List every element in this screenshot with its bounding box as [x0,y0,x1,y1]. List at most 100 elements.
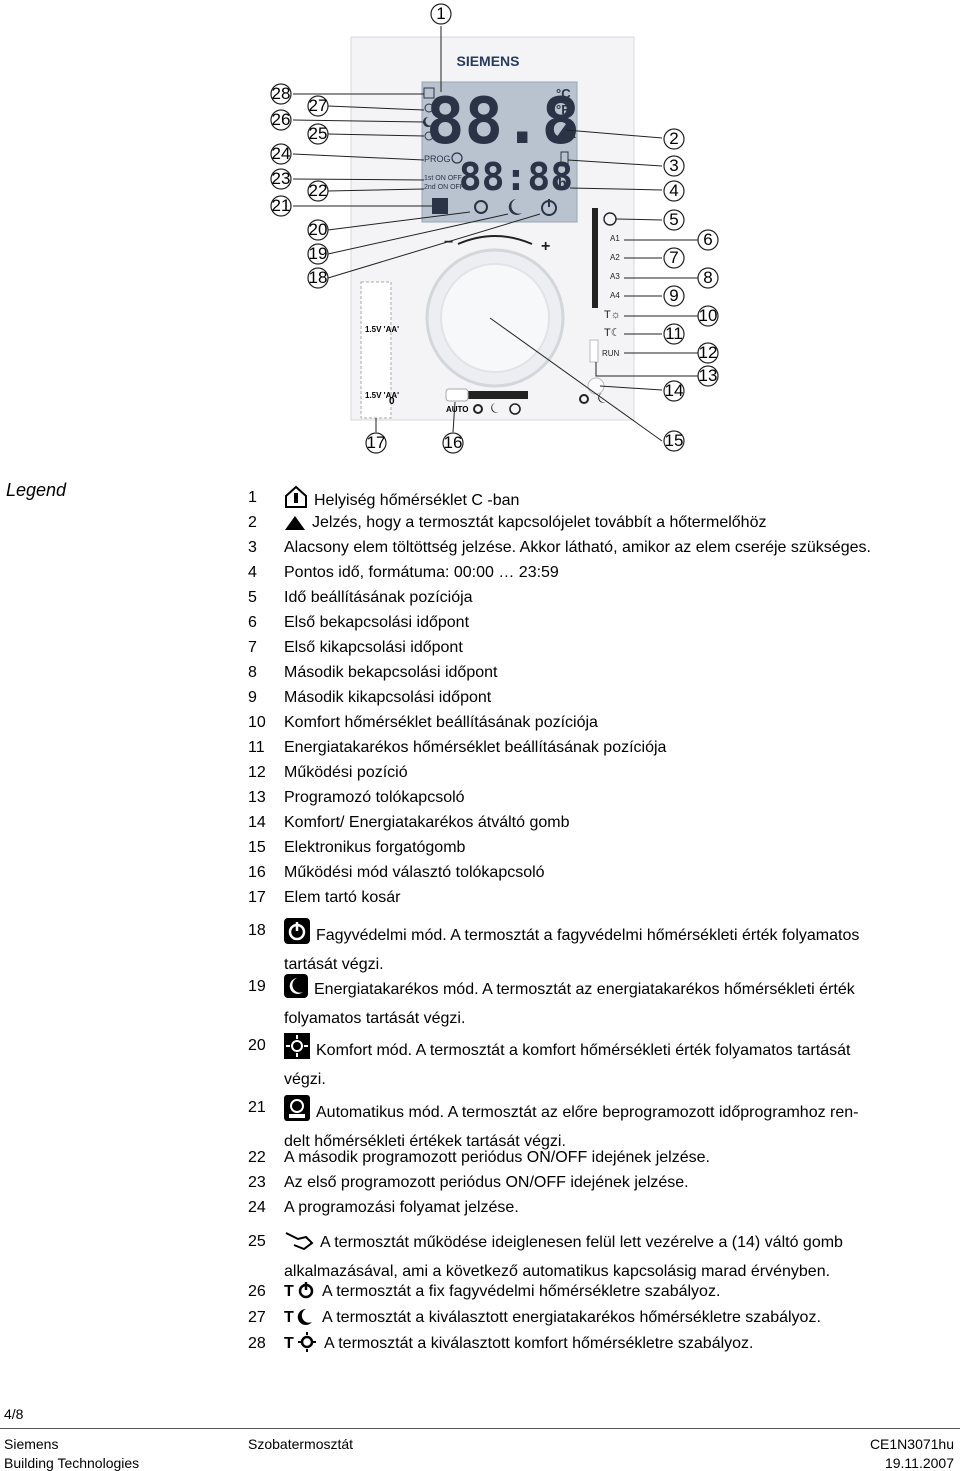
lcd-1st: 1st ON OFF [424,175,462,182]
legend-text-line: A programozási folyamat jelzése. [284,1199,519,1216]
legend-text: Energiatakarékos mód. A termosztát az en… [284,974,940,1031]
legend-text: Elem tartó kosár [284,885,940,910]
legend-text-line: delt hőmérsékleti értékek tartását végzi… [284,1133,566,1150]
legend-number: 13 [248,789,266,806]
mode-slider[interactable] [448,391,528,399]
callout-25: 25 [307,123,329,145]
legend-text-line: A termosztát működése ideiglenesen felül… [320,1234,843,1251]
battery-compartment [360,281,392,419]
page-number: 4/8 [4,1406,24,1422]
dial-plus: + [541,238,550,255]
svg-text:12: 12 [699,343,718,362]
battery-label-2: 1.5V 'AA' [365,391,399,400]
svg-text:20: 20 [309,220,328,239]
battery-label-1: 1.5V 'AA' [365,325,399,334]
t-frost-icon: T [284,1280,316,1308]
callout-22: 22 [307,180,329,202]
lcd-h: h [558,175,567,191]
legend-number: 12 [248,764,266,781]
legend-text-line: A termosztát a fix fagyvédelmi hőmérsékl… [322,1283,721,1300]
auto-icon [284,1095,310,1129]
callout-6: 6 [697,229,719,251]
legend-text: Elektronikus forgatógomb [284,835,940,860]
callout-21: 21 [270,195,292,217]
legend-text-line: végzi. [284,1071,326,1088]
program-slider-knob[interactable] [589,339,599,363]
legend-title: Legend [6,480,67,500]
callout-16: 16 [442,432,464,454]
svg-text:9: 9 [669,286,678,305]
legend-text: Alacsony elem töltöttség jelzése. Akkor … [284,535,940,560]
legend-text: Második bekapcsolási időpont [284,660,940,685]
legend-text-line: A második programozott periódus ON/OFF i… [284,1149,710,1166]
leader-lines [292,26,698,442]
callout-26: 26 [270,109,292,131]
legend-text-line: Komfort mód. A termosztát a komfort hőmé… [316,1042,851,1059]
callout-9: 9 [663,285,685,307]
svg-text:17: 17 [367,433,386,452]
legend-text-line: Elem tartó kosár [284,889,401,906]
svg-text:2: 2 [669,129,678,148]
legend-number: 8 [248,664,257,681]
legend-text-line: Energiatakarékos mód. A termosztát az en… [314,981,855,998]
program-slider-track[interactable] [592,208,598,308]
legend-text: Második kikapcsolási időpont [284,685,940,710]
legend-text-line: A termosztát a kiválasztott energiatakar… [322,1309,821,1326]
legend-text: Fagyvédelmi mód. A termosztát a fagyvéde… [284,918,940,977]
callout-7: 7 [663,247,685,269]
slider-label-a1: A1 [610,234,620,243]
svg-text:1: 1 [436,4,445,23]
svg-text:18: 18 [309,268,328,287]
legend-text-line: Automatikus mód. A termosztát az előre b… [316,1104,859,1121]
legend-text: Első kikapcsolási időpont [284,635,940,660]
legend-number: 2 [248,514,257,531]
legend-text: T A termosztát a fix fagyvédelmi hőmérsék… [284,1279,940,1308]
legend-text-line: Alacsony elem töltöttség jelzése. Akkor … [284,539,871,556]
callout-13: 13 [697,365,719,387]
slider-label-a2: A2 [610,253,620,262]
legend-number: 20 [248,1037,266,1054]
lcd-time-digits: 88:88 [459,155,573,199]
dial-arc [457,235,533,245]
lcd-moon-icon [508,199,522,215]
svg-text:7: 7 [669,248,678,267]
slider-label-a3: A3 [610,272,620,281]
legend-number: 21 [248,1099,266,1116]
legend-number: 16 [248,864,266,881]
legend-text-line: Komfort hőmérséklet beállításának pozíci… [284,714,598,731]
svg-text:21: 21 [272,196,291,215]
lcd-room-icon [423,87,435,99]
legend-text-line: folyamatos tartását végzi. [284,1010,466,1027]
legend-text: Pontos idő, formátuma: 00:00 … 23:59 [284,560,940,585]
svg-text:10: 10 [699,306,718,325]
footer-divider [0,1428,960,1429]
svg-text:27: 27 [309,96,328,115]
callout-28: 28 [270,83,292,105]
callout-17: 17 [365,432,387,454]
legend-text: Komfort hőmérséklet beállításának pozíci… [284,710,940,735]
mode-sun-icon [473,404,483,414]
callout-4: 4 [663,180,685,202]
legend-text: Energiatakarékos hőmérséklet beállításán… [284,735,940,760]
legend-number: 14 [248,814,266,831]
legend-text-line: Az első programozott periódus ON/OFF ide… [284,1174,689,1191]
mode-slider-knob[interactable] [445,388,469,402]
legend-text: Helyiség hőmérséklet C -ban [284,485,940,517]
legend-number: 10 [248,714,266,731]
lcd-unit-c: °C [556,86,571,101]
legend-text: Automatikus mód. A termosztát az előre b… [284,1095,940,1154]
frost-protection-icon [284,918,310,952]
callout-markers: 1234567891011121314151617181920212223242… [270,3,719,454]
svg-text:25: 25 [309,124,328,143]
legend-number: 5 [248,589,257,606]
hand-icon [284,1229,314,1259]
svg-text:T: T [284,1335,294,1352]
callout-20: 20 [307,219,329,241]
svg-text:26: 26 [272,110,291,129]
dial-minus: − [444,234,453,251]
legend-number: 9 [248,689,257,706]
lcd-prog: PROG [424,154,451,164]
legend-text-line: Első kikapcsolási időpont [284,639,463,656]
legend-number: 4 [248,564,257,581]
battery-suffix: 0 [389,396,395,407]
